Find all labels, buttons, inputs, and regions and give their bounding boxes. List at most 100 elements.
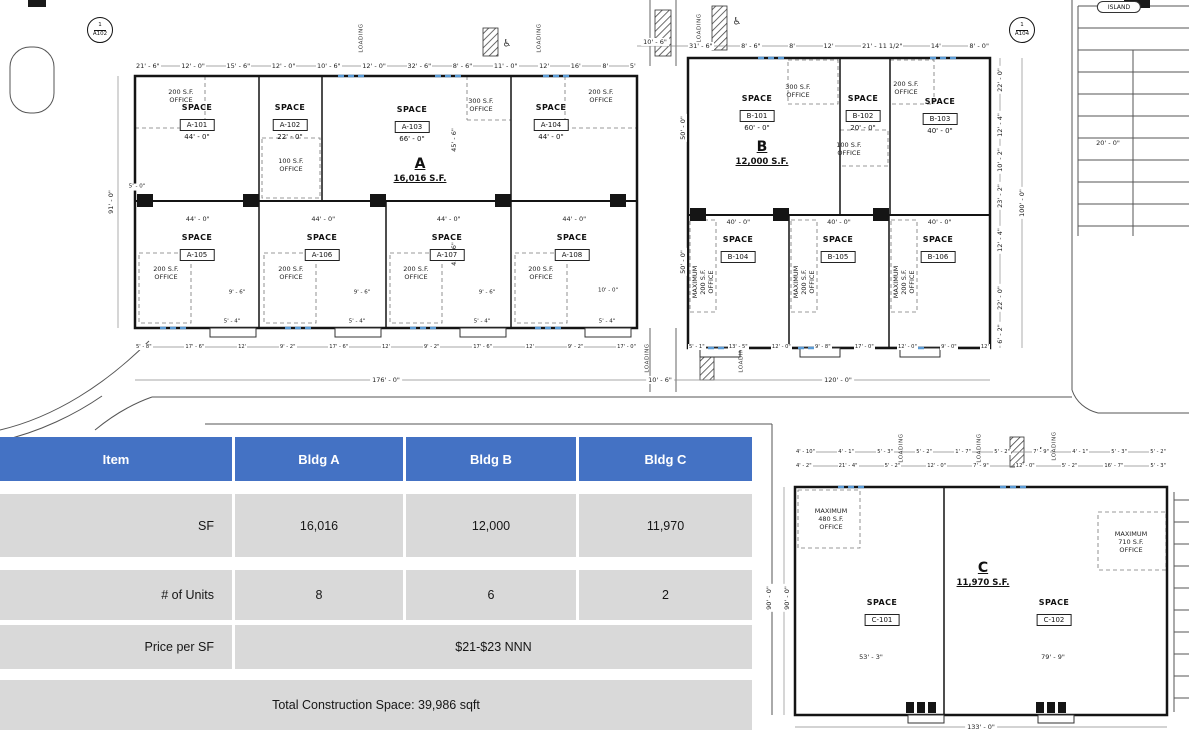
dim-label: 4' - 1" [837,449,855,455]
cell-sf-label: SF [0,494,232,557]
sheet-ref-number: 1 [94,22,106,31]
unit-id: B-103 [922,113,958,125]
bldgb-right-dim: 23' - 2" [995,182,1005,210]
unit-id: A-101 [179,119,215,131]
dim-label: 15' - 6" [225,62,252,70]
bldgb-right-dim: 12' - 4" [995,226,1005,254]
max-office-note: MAXIMUM 200 S.F. OFFICE [690,265,716,299]
dim-label: 9' - 8" [814,344,832,350]
dim-label: 9' - 2" [278,344,297,350]
dock-marks [137,194,1066,713]
unit-id: A-102 [272,119,308,131]
dim-label: 5' - 2" [883,463,902,469]
unit-width: 40' - 0" [927,127,953,135]
unit-b104: SPACE B-104 [720,235,756,263]
bldga-top-dims: 21' - 6" 12' - 0" 15' - 6" 12' - 0" 10' … [135,61,637,71]
dim-label: 5' - 2" [1149,449,1167,455]
dim-label: 5' - 2" [993,449,1011,455]
space-label: SPACE [306,233,338,242]
unit-id: C-102 [1036,614,1072,626]
gap-dim-bottom: 10' - 6" [646,375,674,385]
header-bldg-c: Bldg C [579,437,752,481]
dim-label: 8' - 6" [740,42,762,50]
unit-id: B-106 [920,251,956,263]
door-dim: 9' - 6" [476,289,498,297]
table-row-units: # of Units 8 6 2 [0,570,752,620]
unit-width: 79' - 9" [1039,652,1067,662]
parking-stall-dim: 20' - 0" [1094,138,1122,148]
unit-c101: SPACE C-101 [864,598,900,626]
bldgb-top-dims: 31' - 6" 8' - 6" 8' 12' 21' - 11 1/2" 14… [688,41,990,51]
dim-label: 21' - 11 1/2" [861,42,904,50]
unit-b105: SPACE B-105 [820,235,856,263]
unit-b103: SPACE B-103 40' - 0" [922,97,958,135]
unit-a101: SPACE A-101 44' - 0" [179,103,215,141]
building-area: 16,016 S.F. [393,174,447,184]
door-dim: 9' - 6" [351,289,373,297]
notch-dim: 5' - 4" [221,318,243,326]
unit-width: 53' - 3" [857,652,885,662]
dim-label: 10' - 6" [316,62,342,70]
notch-dim: 5' - 4" [596,318,618,326]
dim-label: 5' - 8" [135,344,153,350]
loading-label: LOADING [536,23,543,53]
dim-label: 12' [524,344,535,350]
space-label: SPACE [181,103,213,112]
building-c-label: C 11,970 S.F. [957,560,1010,588]
bldgb-overall-width: 120' - 0" [822,375,854,385]
building-letter: B [756,139,768,155]
dim-label: 5' - 2" [1060,463,1079,469]
space-label: SPACE [1038,598,1070,607]
space-label: SPACE [922,235,954,244]
dim-label: 8' [788,42,797,50]
unit-a103: SPACE A-103 66' - 0" [394,105,430,143]
dim-label: 44' - 0" [561,215,588,223]
building-area: 12,000 S.F. [735,157,789,167]
space-label: SPACE [181,233,213,242]
unit-id: A-107 [429,249,465,261]
bldgc-top-dims-row2: 4' - 2" 21' - 4" 5' - 2" 12' - 0" 7' - 9… [795,461,1167,471]
dim-label: 5' - 3" [1110,449,1128,455]
unit-b106: SPACE B-106 [920,235,956,263]
dim-label: 12' - 0" [926,463,948,469]
cell-total-construction: Total Construction Space: 39,986 sqft [0,680,752,730]
accessible-parking-icon: ♿ [502,38,512,50]
gap-dim-top: 10' - 6" [641,37,669,47]
bldgb-height-dim: 100' - 0" [1017,187,1027,219]
sheet-ref-sheet: A104 [1014,31,1030,38]
table-row-sf: SF 16,016 12,000 11,970 [0,494,752,557]
office-note: 200 S.F. OFFICE [153,264,179,281]
unit-id: C-101 [864,614,900,626]
cell-sf-c: 11,970 [579,494,752,557]
loading-label: LOADING [358,23,365,53]
space-label: SPACE [722,235,754,244]
unit-id: A-104 [533,119,569,131]
building-a-label: A 16,016 S.F. [394,156,447,184]
dim-label: 44' - 0" [184,215,211,223]
office-note: 200 S.F. OFFICE [528,264,554,281]
table-row-total: Total Construction Space: 39,986 sqft [0,680,752,730]
dim-label: 12' [538,62,551,70]
unit-width: 22' - 0" [277,133,303,141]
summary-table: Item Bldg A Bldg B Bldg C SF 16,016 12,0… [0,437,752,737]
dim-label: 4' - 1" [1071,449,1089,455]
bldga-mid-dims: 44' - 0" 44' - 0" 44' - 0" 44' - 0" [135,214,637,224]
accessible-parking-icon: ♿ [732,16,742,28]
dim-label: 5' - 1" [688,344,706,350]
unit-b102: SPACE B-102 20' - 0" [845,94,881,132]
table-row-price: Price per SF $21-$23 NNN [0,625,752,669]
dim-label: 17' - 6" [472,344,494,350]
bldgc-top-dims-row1: 4' - 10" 4' - 1" 5' - 3" 5' - 2" 1' - 7"… [795,447,1167,457]
building-c [793,485,1169,717]
unit-width: 44' - 0" [184,133,210,141]
bldgb-right-dim: 22' - 0" [995,66,1005,94]
dim-label: 8' - 0" [968,42,990,50]
building-b-label: B 12,000 S.F. [736,139,789,167]
dim-label: 11' - 0" [492,62,519,70]
cell-units-b: 6 [406,570,576,620]
dim-label: 5' - 3" [1149,463,1167,469]
sheet-ref-number: 1 [1016,22,1028,31]
bldga-bottom-dims: 5' - 8" 17' - 6" 12' 9' - 2" 17' - 6" 12… [135,342,637,352]
space-label: SPACE [535,103,567,112]
dim-label: 7' - 9" [1032,449,1050,455]
